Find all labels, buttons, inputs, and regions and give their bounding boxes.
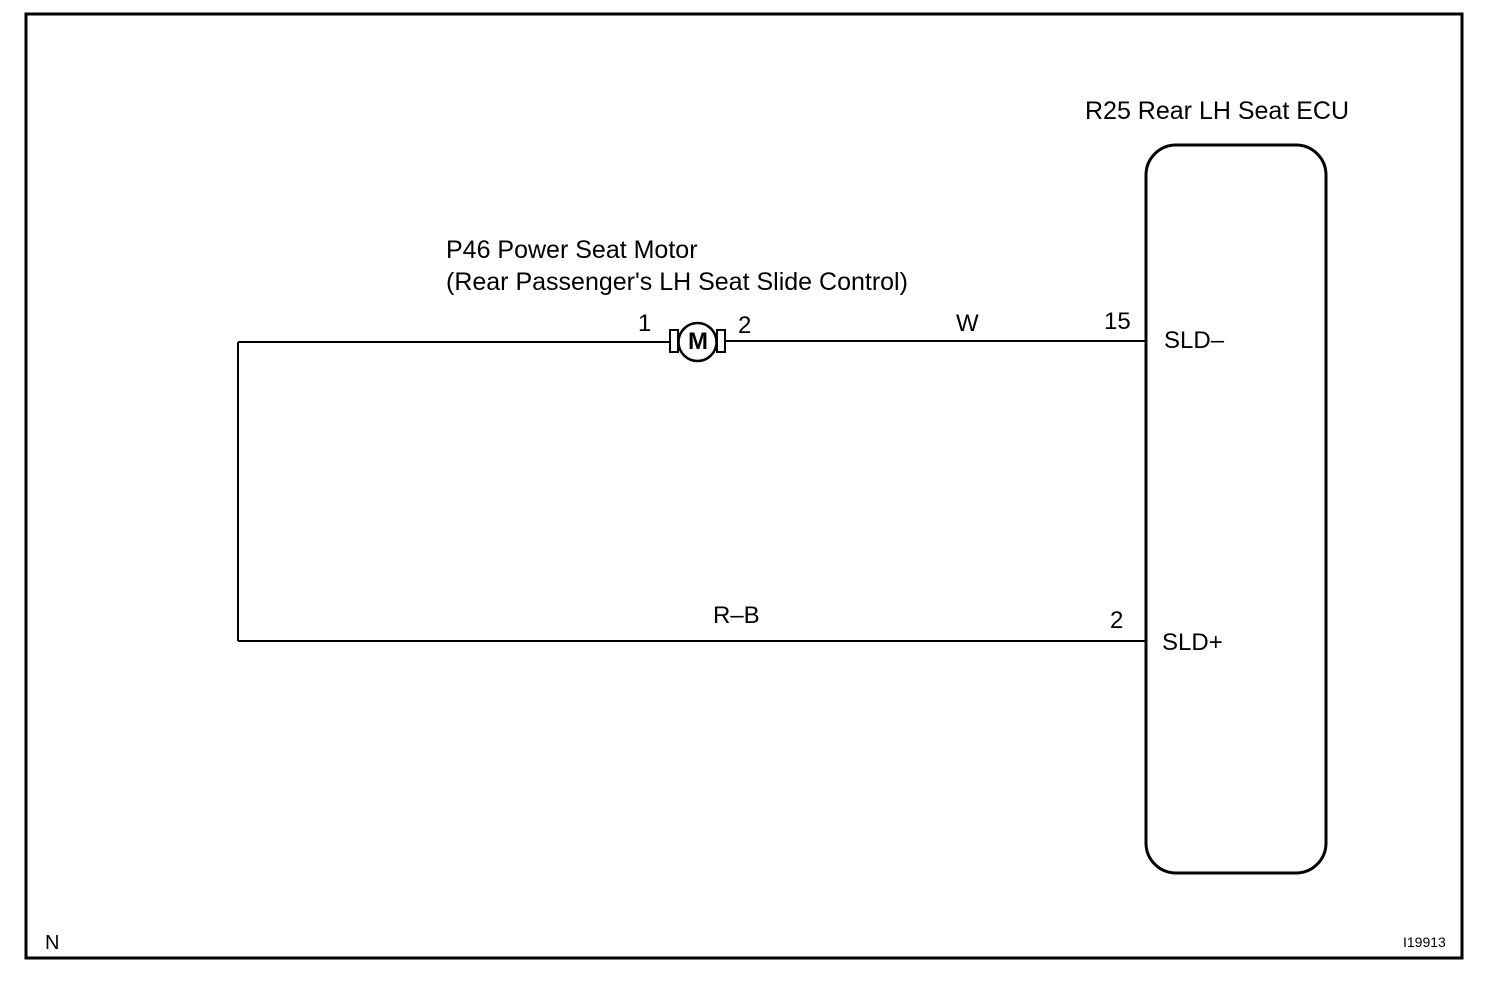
figure-id-label: I19913 (1403, 934, 1446, 950)
ecu-bottom-terminal-label: SLD+ (1162, 629, 1223, 656)
wire-top-color-label: W (956, 310, 979, 337)
diagram-frame (24, 12, 1464, 960)
motor-description-label: (Rear Passenger's LH Seat Slide Control) (446, 268, 908, 296)
ecu-top-pin-label: 15 (1104, 308, 1131, 335)
ecu-name-label: R25 Rear LH Seat ECU (1085, 97, 1350, 125)
ecu-box (1144, 143, 1328, 875)
wire-bottom-color-label: R–B (713, 602, 760, 629)
motor-symbol-label: M (688, 328, 708, 355)
motor-icon (669, 321, 726, 363)
motor-pin-1-label: 1 (638, 310, 652, 337)
motor-name-label: P46 Power Seat Motor (446, 236, 698, 264)
ecu-top-terminal-label: SLD– (1164, 327, 1225, 354)
footer-code-label: N (45, 932, 60, 954)
motor-pin-2-label: 2 (738, 312, 752, 339)
ecu-bottom-pin-label: 2 (1110, 607, 1124, 634)
